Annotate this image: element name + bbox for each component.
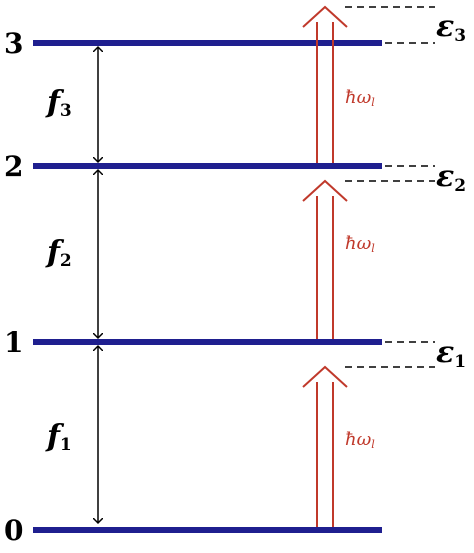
level-label-3: 3 bbox=[4, 27, 23, 60]
photon-label-1: ħωl bbox=[345, 429, 375, 451]
transition-label-1: f1 bbox=[45, 419, 72, 455]
photon-label-3: ħωl bbox=[345, 87, 375, 109]
transition-label-3: f3 bbox=[45, 85, 72, 121]
photon-arrow-3 bbox=[302, 5, 348, 163]
detuning-label-3: ε3 bbox=[436, 9, 466, 46]
level-label-0: 0 bbox=[4, 514, 23, 547]
detuning-guides-3 bbox=[345, 6, 435, 44]
detuning-guides-2 bbox=[345, 165, 435, 182]
level-label-2: 2 bbox=[4, 150, 23, 183]
photon-arrow-1 bbox=[302, 365, 348, 527]
photon-arrow-2 bbox=[302, 179, 348, 339]
level-label-1: 1 bbox=[4, 326, 23, 359]
detuning-label-1: ε1 bbox=[436, 335, 466, 372]
detuning-label-2: ε2 bbox=[436, 159, 466, 196]
photon-label-2: ħωl bbox=[345, 233, 375, 255]
transition-label-2: f2 bbox=[45, 235, 72, 271]
detuning-guides-1 bbox=[345, 341, 435, 368]
